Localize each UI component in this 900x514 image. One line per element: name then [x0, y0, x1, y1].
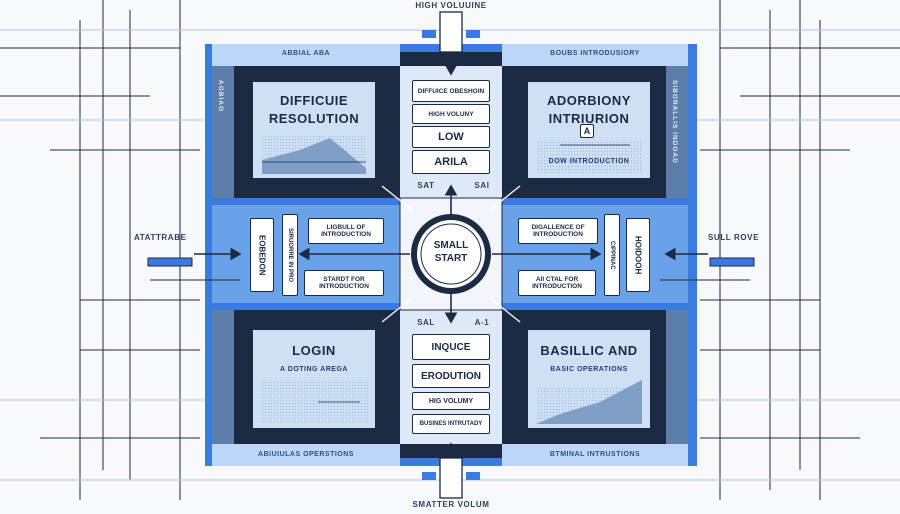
right-box-bottom: AIl CTAL FOR INTRODUCTION [518, 270, 596, 296]
top-stack-box-4: ARILA [412, 150, 490, 174]
top-stack-box-1: DIFFUICE OBESHOIN [412, 80, 490, 102]
bottom-input-label: SMATTER VOLUM [412, 500, 490, 509]
panel-top-right-caption: DOW INTRODUCTION [548, 158, 630, 165]
left-input-label: ATATTRABE [134, 233, 187, 242]
grid-lines [0, 0, 900, 500]
left-box-top: LIGBULL OF INTRODUCTION [308, 218, 384, 244]
panel-top-right-title: ADORBIONY INTRIURION [547, 93, 631, 126]
top-stack-box-2: HIGH VOLUNY [412, 104, 490, 124]
panel-bottom-left [244, 322, 382, 436]
lower-label-right: A-1 [474, 318, 490, 327]
bottom-stack-box-3: HIG VOLUMY [412, 392, 490, 410]
right-side-caption: SIBORALLIS INDOAD [671, 80, 678, 164]
panel-bottom-left-title: LOGIN [292, 343, 336, 358]
right-box-top: DIGALLENCE OF INTRODUCTION [518, 218, 598, 244]
left-vertical-box-1: EOBEDON [250, 218, 274, 292]
right-input-label: SULL ROVE [708, 233, 760, 242]
letter-box: A [580, 124, 594, 138]
left-side-caption: AOBIAO [217, 80, 224, 112]
panel-bottom-right-caption: BASIC OPERATIONS [550, 366, 628, 373]
panel-bottom-right-title: BASILLIC AND [540, 343, 638, 358]
panel-bottom-left-caption: A DOTING AREGA [280, 366, 348, 373]
strip-bottom-right: BTMINAL INTRUSTIONS [549, 451, 641, 458]
bottom-stack-box-2: ERODUTION [412, 364, 490, 388]
panel-top-left [244, 74, 382, 186]
panel-top-left-title: DIFFICUIE RESOLUTION [268, 93, 360, 126]
strip-top-right: BOUBS INTRODUSIORY [550, 50, 640, 57]
upper-label-right: SAI [474, 181, 490, 190]
bottom-stack-box-1: INQUCE [412, 334, 490, 360]
lower-label-left: SAL [417, 318, 435, 327]
bottom-stack-box-4: BUSINES INTRUTADY [412, 414, 490, 434]
right-vertical-box-1: CIPPINAC [604, 214, 620, 296]
upper-label-left: SAT [417, 181, 435, 190]
panel-bottom-right [520, 322, 658, 436]
strip-top-left: ABBIAL ABA [281, 50, 331, 57]
center-label: SMALL START [433, 240, 469, 264]
left-box-bottom: STARDT FOR INTRODUCTION [304, 270, 384, 296]
top-input-label: HIGH VOLUUINE [415, 1, 487, 10]
top-stack-box-3: LOW [412, 126, 490, 148]
strip-bottom-left: ABIUIULAS OPERSTIONS [258, 451, 354, 458]
left-vertical-box-2: SIRUORRE IN PRO [282, 214, 298, 296]
diagonal-connectors [381, 185, 521, 323]
right-vertical-box-2: HOIDOOH [626, 218, 650, 292]
